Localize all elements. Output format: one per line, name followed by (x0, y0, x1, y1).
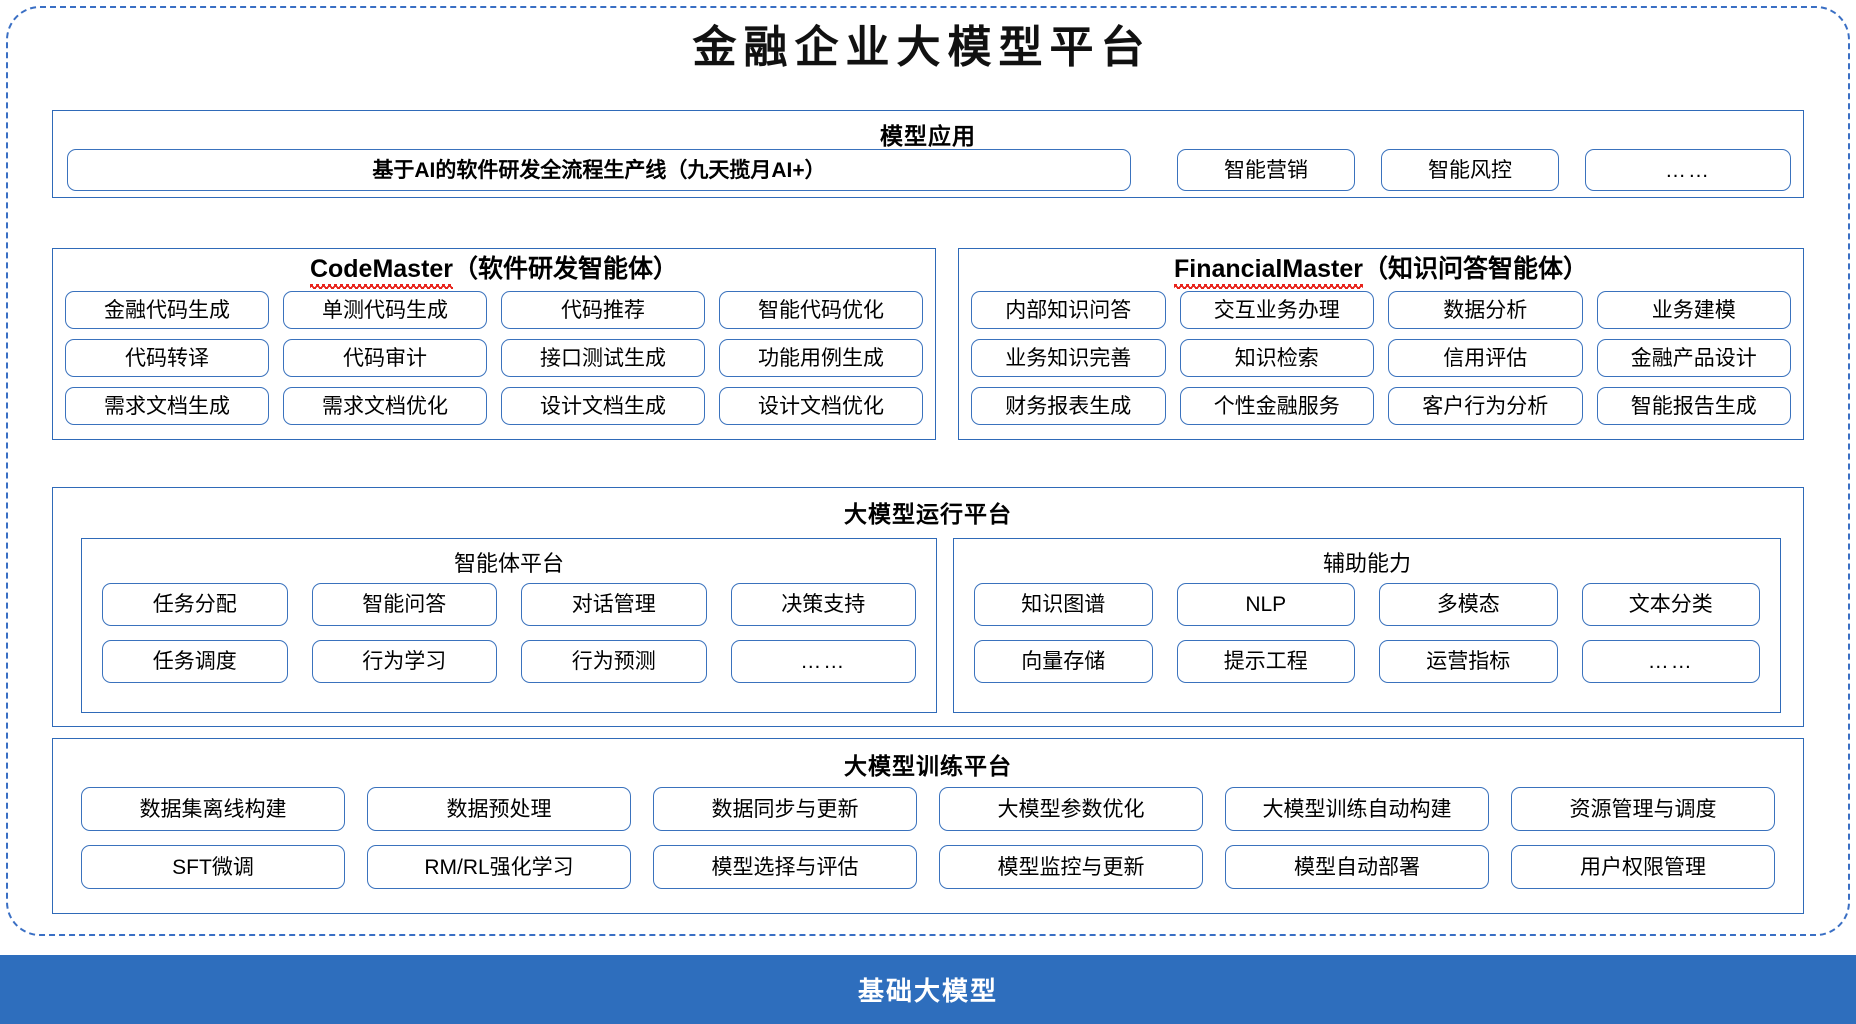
chip-capability[interactable]: 内部知识问答 (971, 291, 1166, 329)
chip-capability[interactable]: 数据分析 (1388, 291, 1583, 329)
panel-financialmaster: FinancialMaster（知识问答智能体） 内部知识问答 交互业务办理 数… (958, 248, 1804, 440)
chip-capability[interactable]: 个性金融服务 (1179, 387, 1374, 425)
chip-more-applications[interactable]: …… (1585, 149, 1791, 191)
chip-capability[interactable]: 大模型训练自动构建 (1225, 787, 1489, 831)
chip-capability[interactable]: 智能报告生成 (1596, 387, 1791, 425)
base-model-label: 基础大模型 (857, 976, 998, 1006)
panel-title-codemaster: CodeMaster（软件研发智能体） (53, 255, 935, 289)
panel-title-financialmaster: FinancialMaster（知识问答智能体） (959, 255, 1803, 289)
chip-capability[interactable]: 任务调度 (102, 640, 288, 683)
chip-capability[interactable]: 需求文档优化 (283, 387, 487, 425)
chip-capability[interactable]: 金融代码生成 (65, 291, 269, 329)
agent-platform-grid: 任务分配 智能问答 对话管理 决策支持 任务调度 行为学习 行为预测 …… (102, 583, 916, 683)
chip-capability[interactable]: 设计文档优化 (719, 387, 923, 425)
chip-capability[interactable]: 模型监控与更新 (939, 845, 1203, 889)
chip-capability[interactable]: 智能代码优化 (719, 291, 923, 329)
chip-capability[interactable]: 单测代码生成 (283, 291, 487, 329)
financialmaster-capability-grid: 内部知识问答 交互业务办理 数据分析 业务建模 业务知识完善 知识检索 信用评估… (971, 291, 1791, 425)
chip-capability[interactable]: 知识检索 (1179, 339, 1374, 377)
chip-capability[interactable]: 数据集离线构建 (81, 787, 345, 831)
chip-ai-software-pipeline[interactable]: 基于AI的软件研发全流程生产线（九天揽月AI+） (67, 149, 1131, 191)
chip-capability[interactable]: 接口测试生成 (501, 339, 705, 377)
codemaster-capability-grid: 金融代码生成 单测代码生成 代码推荐 智能代码优化 代码转译 代码审计 接口测试… (65, 291, 923, 425)
section-title-training-platform: 大模型训练平台 (844, 753, 1012, 779)
chip-capability[interactable]: 行为预测 (521, 640, 707, 683)
chip-capability[interactable]: 决策支持 (730, 583, 916, 626)
chip-capability[interactable]: SFT微调 (81, 845, 345, 889)
chip-capability[interactable]: 设计文档生成 (501, 387, 705, 425)
chip-capability[interactable]: 文本分类 (1581, 583, 1760, 626)
section-title-runtime-platform: 大模型运行平台 (844, 501, 1012, 527)
chip-capability[interactable]: 功能用例生成 (719, 339, 923, 377)
section-training-platform: 大模型训练平台 数据集离线构建 数据预处理 数据同步与更新 大模型参数优化 大模… (52, 738, 1804, 914)
chip-capability[interactable]: 用户权限管理 (1511, 845, 1775, 889)
financialmaster-name-cn: （知识问答智能体） (1362, 255, 1588, 283)
chip-capability[interactable]: NLP (1176, 583, 1355, 626)
chip-capability[interactable]: 模型自动部署 (1225, 845, 1489, 889)
chip-more-auxiliary[interactable]: …… (1581, 640, 1760, 683)
training-capability-grid: 数据集离线构建 数据预处理 数据同步与更新 大模型参数优化 大模型训练自动构建 … (81, 787, 1775, 889)
chip-capability[interactable]: 交互业务办理 (1179, 291, 1374, 329)
subpanel-title-auxiliary: 辅助能力 (1322, 551, 1411, 576)
chip-capability[interactable]: 金融产品设计 (1596, 339, 1791, 377)
chip-capability[interactable]: 信用评估 (1388, 339, 1583, 377)
chip-capability[interactable]: 知识图谱 (974, 583, 1153, 626)
chip-capability[interactable]: 提示工程 (1176, 640, 1355, 683)
subpanel-auxiliary-capabilities: 辅助能力 知识图谱 NLP 多模态 文本分类 向量存储 提示工程 运营指标 …… (953, 538, 1781, 713)
codemaster-name-en: CodeMaster (309, 255, 454, 289)
chip-capability[interactable]: 财务报表生成 (971, 387, 1166, 425)
chip-capability[interactable]: 资源管理与调度 (1511, 787, 1775, 831)
chip-smart-risk-control[interactable]: 智能风控 (1381, 149, 1559, 191)
chip-more-agent-platform[interactable]: …… (730, 640, 916, 683)
chip-capability[interactable]: 业务知识完善 (971, 339, 1166, 377)
chip-capability[interactable]: 行为学习 (311, 640, 497, 683)
chip-capability[interactable]: 运营指标 (1379, 640, 1558, 683)
section-title-model-application: 模型应用 (880, 123, 976, 149)
model-application-items: 基于AI的软件研发全流程生产线（九天揽月AI+） 智能营销 智能风控 …… (67, 149, 1791, 191)
chip-capability[interactable]: 智能问答 (311, 583, 497, 626)
subpanel-title-agent-platform: 智能体平台 (453, 551, 564, 576)
chip-capability[interactable]: 数据同步与更新 (653, 787, 917, 831)
chip-capability[interactable]: 代码转译 (65, 339, 269, 377)
chip-capability[interactable]: 数据预处理 (367, 787, 631, 831)
subpanel-agent-platform: 智能体平台 任务分配 智能问答 对话管理 决策支持 任务调度 行为学习 行为预测… (81, 538, 937, 713)
chip-capability[interactable]: 对话管理 (521, 583, 707, 626)
chip-capability[interactable]: 业务建模 (1596, 291, 1791, 329)
chip-capability[interactable]: 多模态 (1379, 583, 1558, 626)
financialmaster-name-en: FinancialMaster (1174, 255, 1363, 289)
chip-smart-marketing[interactable]: 智能营销 (1177, 149, 1355, 191)
section-runtime-platform: 大模型运行平台 智能体平台 任务分配 智能问答 对话管理 决策支持 任务调度 行… (52, 487, 1804, 727)
panel-codemaster: CodeMaster（软件研发智能体） 金融代码生成 单测代码生成 代码推荐 智… (52, 248, 936, 440)
page-title: 金融企业大模型平台 (692, 22, 1152, 73)
chip-capability[interactable]: 模型选择与评估 (653, 845, 917, 889)
chip-capability[interactable]: 任务分配 (102, 583, 288, 626)
section-model-application: 模型应用 基于AI的软件研发全流程生产线（九天揽月AI+） 智能营销 智能风控 … (52, 110, 1804, 198)
codemaster-name-cn: （软件研发智能体） (453, 255, 679, 283)
chip-capability[interactable]: 客户行为分析 (1388, 387, 1583, 425)
chip-capability[interactable]: 大模型参数优化 (939, 787, 1203, 831)
chip-capability[interactable]: 代码审计 (283, 339, 487, 377)
section-base-model: 基础大模型 (0, 955, 1856, 1024)
chip-capability[interactable]: 代码推荐 (501, 291, 705, 329)
chip-capability[interactable]: 需求文档生成 (65, 387, 269, 425)
chip-capability[interactable]: RM/RL强化学习 (367, 845, 631, 889)
auxiliary-capability-grid: 知识图谱 NLP 多模态 文本分类 向量存储 提示工程 运营指标 …… (974, 583, 1760, 683)
chip-capability[interactable]: 向量存储 (974, 640, 1153, 683)
